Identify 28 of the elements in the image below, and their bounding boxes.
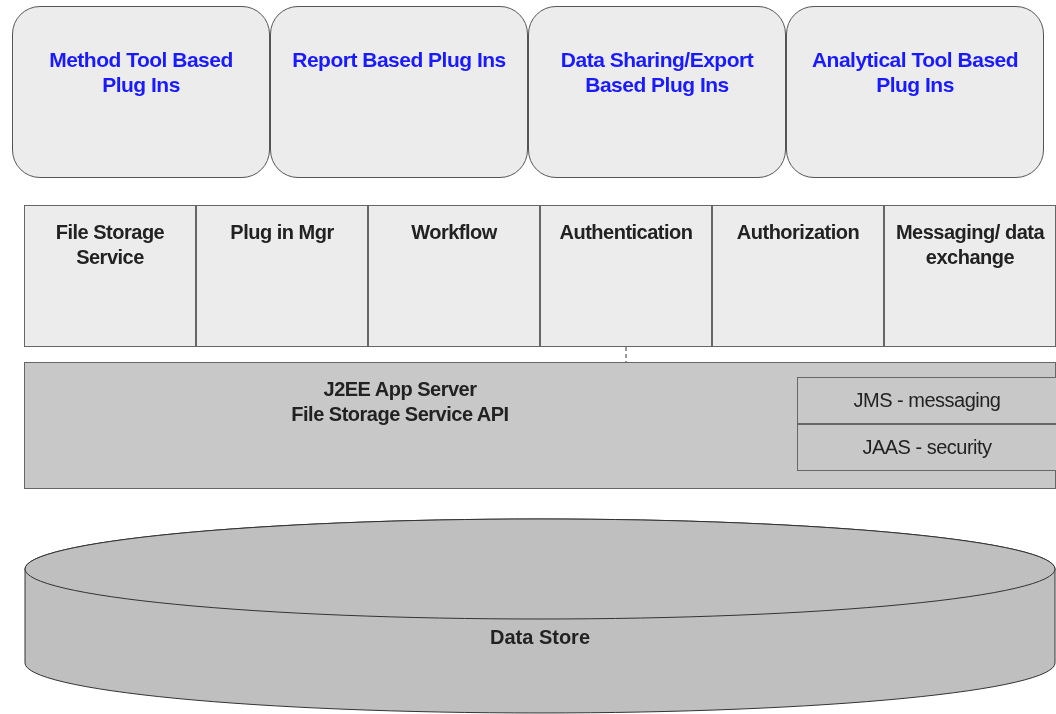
box-label: Data Sharing/Export Based Plug Ins bbox=[559, 47, 755, 97]
plugin-box bbox=[528, 6, 786, 178]
box-label: Plug in Mgr bbox=[229, 220, 335, 245]
box-label: Report Based Plug Ins bbox=[291, 47, 507, 72]
box-label: File Storage Service API bbox=[290, 402, 510, 427]
service-box bbox=[712, 205, 884, 347]
box-label: Analytical Tool Based Plug Ins bbox=[810, 47, 1020, 97]
app-server-box bbox=[24, 362, 1056, 489]
box-label: Workflow bbox=[410, 220, 499, 245]
api-box bbox=[797, 377, 1056, 424]
box-label: Authorization bbox=[735, 220, 861, 245]
service-box bbox=[884, 205, 1056, 347]
box-label: Messaging/ data exchange bbox=[894, 220, 1046, 270]
cylinder-label: Data Store bbox=[490, 626, 590, 649]
box-label: JMS - messaging bbox=[852, 388, 1002, 413]
plugin-box bbox=[786, 6, 1044, 178]
service-box bbox=[368, 205, 540, 347]
plugin-box bbox=[270, 6, 528, 178]
plugin-box bbox=[12, 6, 270, 178]
service-box bbox=[540, 205, 712, 347]
api-box bbox=[797, 424, 1056, 471]
service-box bbox=[196, 205, 368, 347]
box-label: Method Tool Based Plug Ins bbox=[48, 47, 234, 97]
service-box bbox=[24, 205, 196, 347]
box-label: Authentication bbox=[558, 220, 694, 245]
box-label: JAAS - security bbox=[861, 435, 993, 460]
box-label: J2EE App Server bbox=[322, 377, 478, 402]
box-label: File Storage Service bbox=[54, 220, 166, 270]
